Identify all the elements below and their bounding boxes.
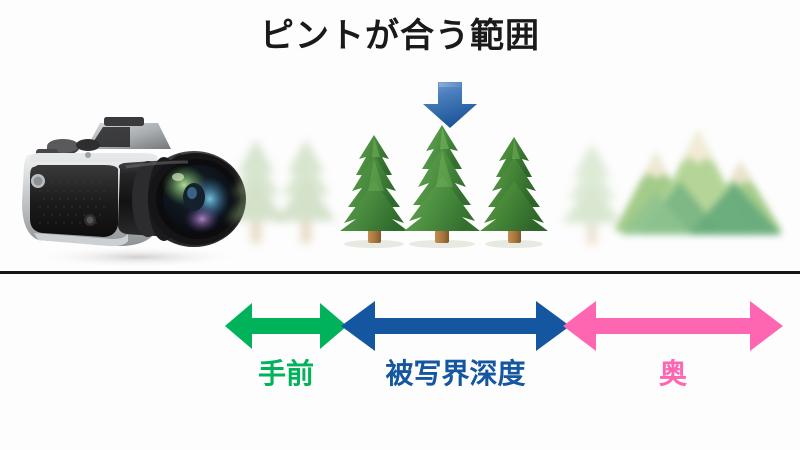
pine-tree-icon: [474, 133, 554, 249]
section-divider: [0, 271, 800, 274]
pine-tree-icon: [272, 133, 340, 245]
range-label-depth-of-field: 被写界深度: [385, 358, 526, 389]
range-label-back: 奥: [658, 358, 687, 389]
double-headed-arrow-icon-back: [563, 300, 783, 352]
pine-tree-icon: [398, 121, 486, 249]
down-arrow-icon: [418, 80, 482, 130]
mountain-range-icon: [610, 119, 790, 251]
scene-illustration: [0, 95, 800, 270]
page-title: ピントが合う範囲: [260, 17, 540, 55]
range-label-front: 手前: [257, 358, 314, 389]
pine-tree-icon: [222, 133, 290, 245]
range-arrow-band: [0, 300, 800, 352]
range-label-row: 手前 被写界深度 奥: [0, 356, 800, 406]
double-headed-arrow-icon-depth-of-field: [341, 300, 570, 352]
dslr-camera-icon: [8, 107, 273, 268]
pine-tree-icon: [334, 131, 414, 249]
pine-tree-icon: [556, 135, 628, 247]
double-headed-arrow-icon-front: [225, 300, 347, 352]
